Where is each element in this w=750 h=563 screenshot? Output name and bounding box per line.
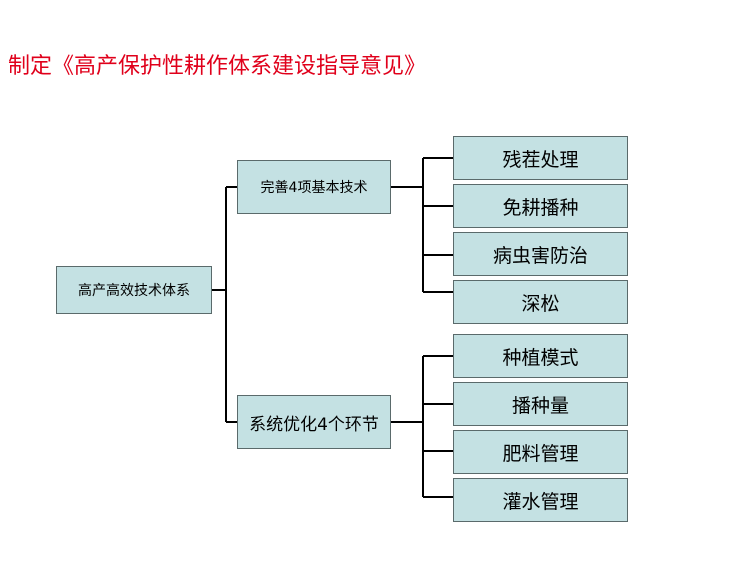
leaf-node-stubble: 残茬处理 [453,136,628,180]
leaf-node-pest-control: 病虫害防治 [453,232,628,276]
branch-node-optimize-links: 系统优化4个环节 [237,395,391,449]
branch-node-basic-techniques: 完善4项基本技术 [237,160,391,214]
leaf-node-planting-pattern: 种植模式 [453,334,628,378]
leaf-node-no-till: 免耕播种 [453,184,628,228]
leaf-node-fertilizer: 肥料管理 [453,430,628,474]
leaf-node-seeding-rate: 播种量 [453,382,628,426]
leaf-node-irrigation: 灌水管理 [453,478,628,522]
root-node: 高产高效技术体系 [56,266,212,314]
slide-title: 制定《高产保护性耕作体系建设指导意见》 [8,54,427,79]
leaf-node-subsoiling: 深松 [453,280,628,324]
